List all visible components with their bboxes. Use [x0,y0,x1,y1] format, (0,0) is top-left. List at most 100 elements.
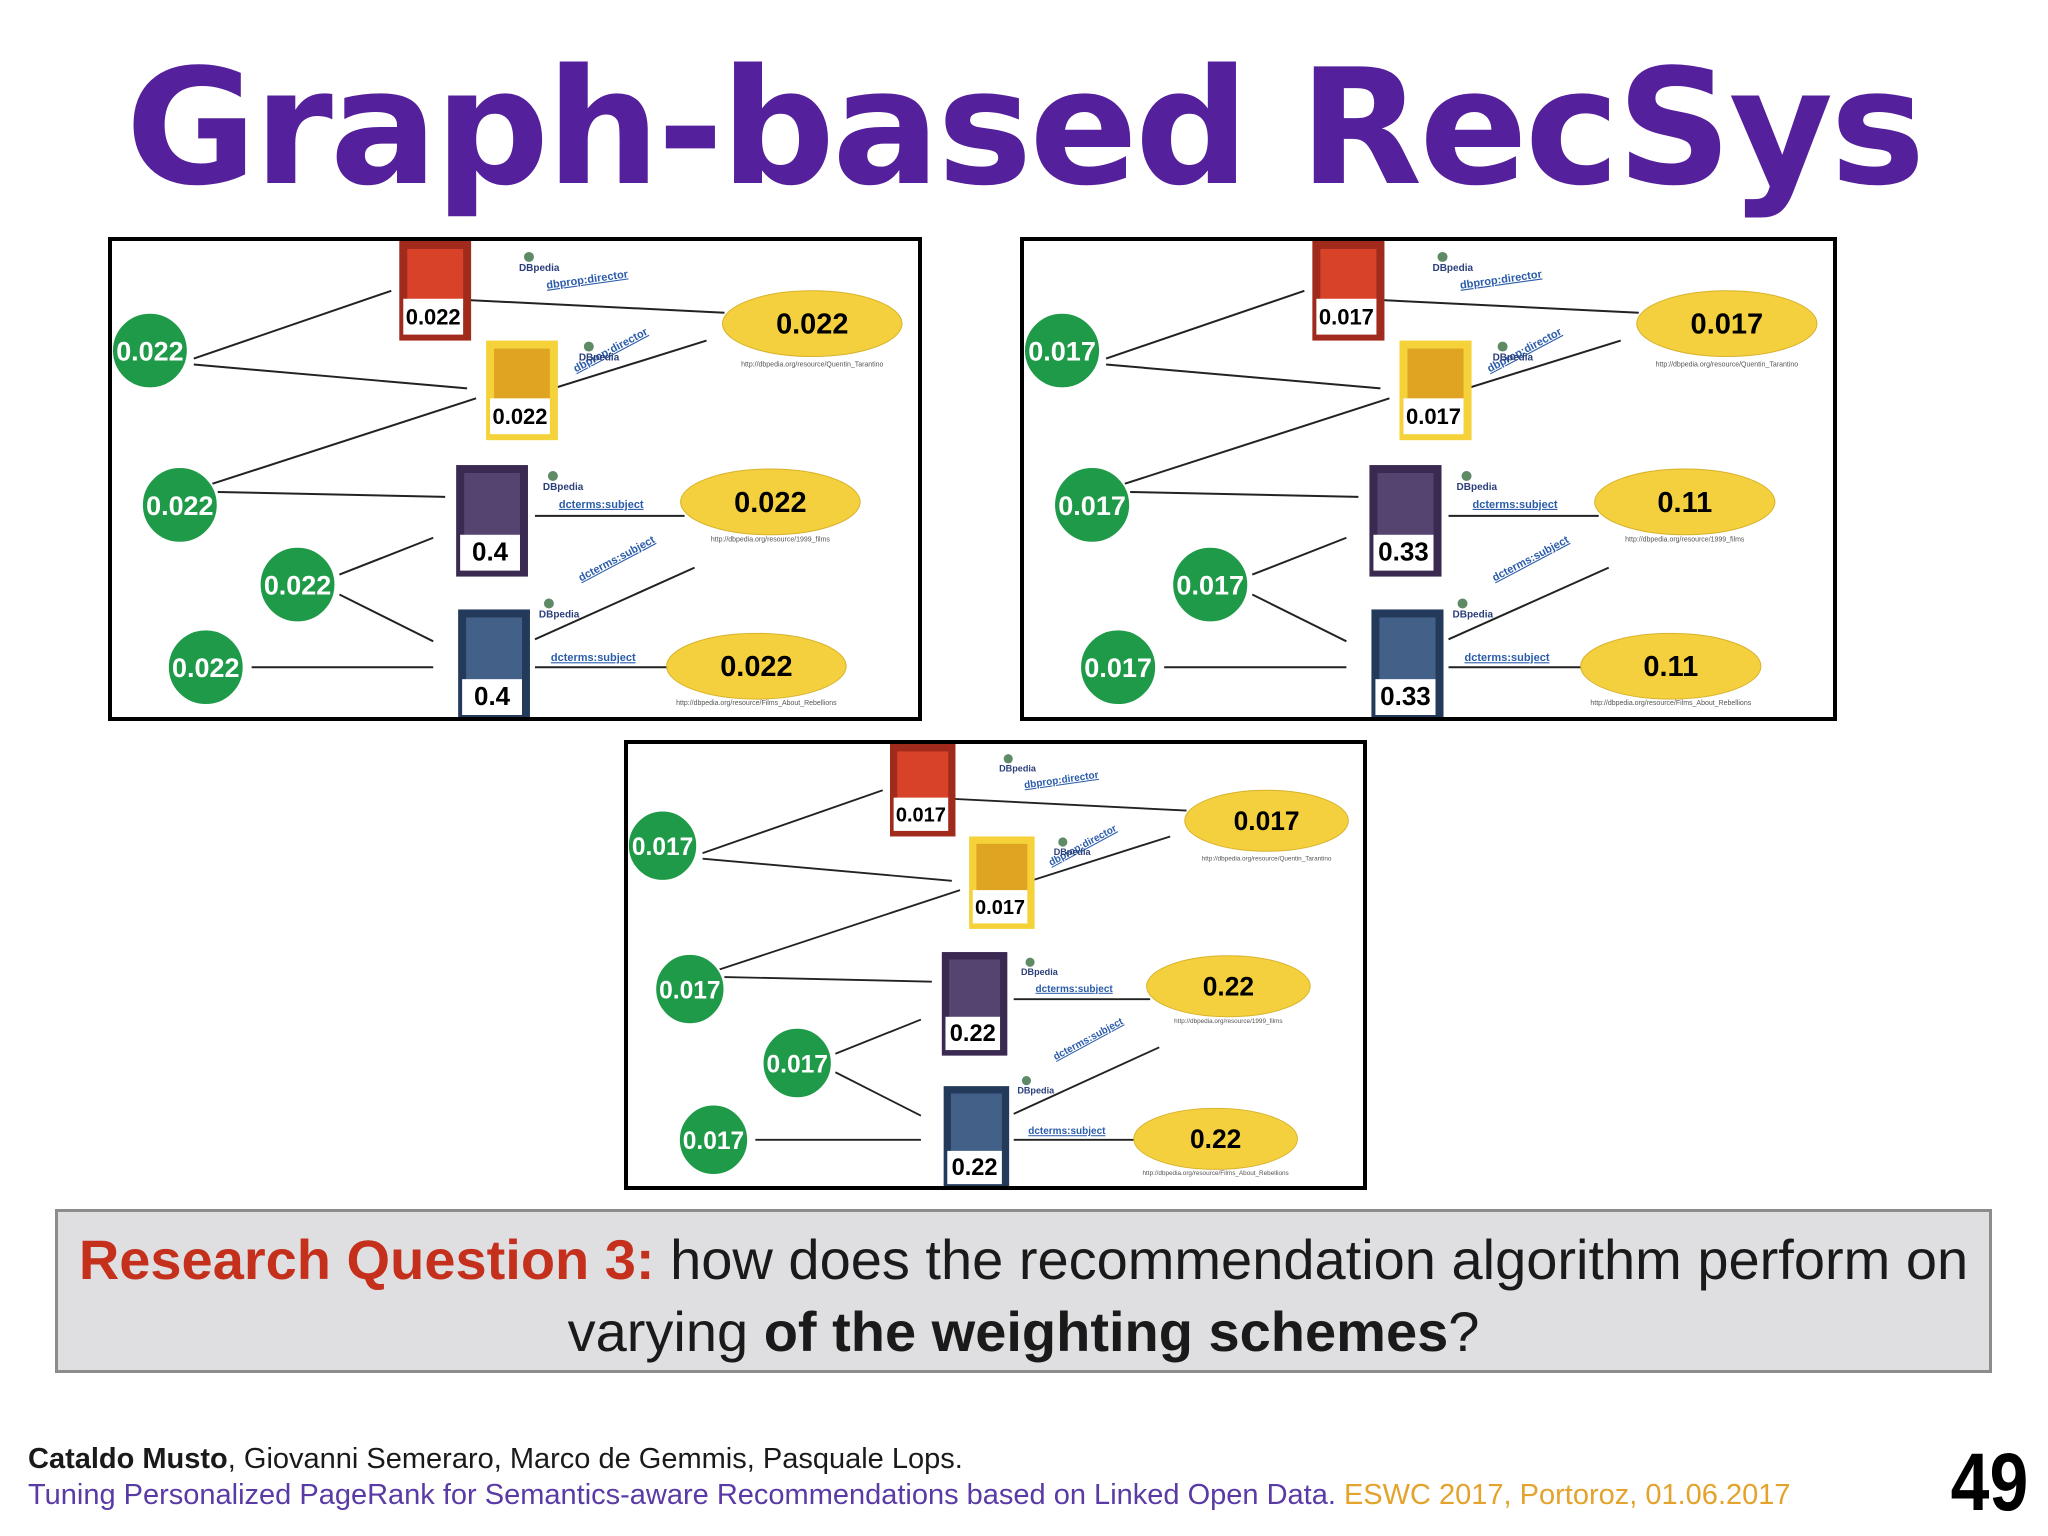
graph-edge [834,1071,922,1117]
property-node-score: 0.11 [1643,651,1698,683]
user-node-score: 0.017 [1058,491,1126,521]
graph-edge [1106,363,1381,390]
the-matrix-poster-2: 0.33 [1371,609,1444,717]
user-node-score: 0.017 [1176,571,1244,601]
user-node: 0.017 [628,809,699,882]
panel-weighted-1-svg: dbprop:directordbprop:directordcterms:su… [1024,241,1818,717]
django-unchained-poster: 0.017 [1312,241,1385,341]
graph-edge [1448,566,1610,641]
property-node-score: 0.22 [1203,971,1254,1001]
user-node: 0.022 [258,545,337,624]
user-node-score: 0.017 [1028,337,1096,367]
panel-uniform-svg: dbprop:directordbprop:directordcterms:su… [112,241,903,717]
the-matrix-poster: 0.22 [941,952,1008,1056]
edge-label-subject: dcterms:subject [551,652,636,664]
edge-label-subject: dcterms:subject [1490,534,1571,584]
resource-url: http://dbpedia.org/resource/Quentin_Tara… [741,361,883,368]
resource-url: http://dbpedia.org/resource/1999_films [711,537,831,544]
slide-title: Graph-based RecSys [125,34,1926,221]
django-unchained-poster: 0.022 [399,241,472,341]
footer-coauthors: , Giovanni Semeraro, Marco de Gemmis, Pa… [227,1443,963,1475]
graph-edge [1123,397,1390,485]
graph-edge [1130,490,1359,498]
edge-label-subject: dcterms:subject [1465,652,1550,664]
item-node-score: 0.017 [1406,404,1461,429]
django-unchained-poster: 0.017 [889,744,956,837]
graph-edge [211,397,477,485]
user-node: 0.022 [112,311,189,390]
research-question-box: Research Question 3: how does the recomm… [55,1209,1992,1373]
edge-label-subject: dcterms:subject [559,499,644,511]
graph-edge [339,536,434,576]
item-node-score: 0.4 [474,683,511,711]
edge-label-subject: dcterms:subject [1028,1126,1106,1137]
user-node-score: 0.017 [766,1051,827,1078]
svg-text:DBpedia: DBpedia [539,609,580,620]
user-node: 0.017 [1024,311,1102,390]
the-matrix-poster-2: 0.4 [458,609,530,717]
kill-bill-poster: 0.017 [1399,340,1472,441]
user-node: 0.017 [1171,545,1250,624]
footer-authors: Cataldo Musto, Giovanni Semeraro, Marco … [28,1443,963,1476]
edge-label-director: dbprop:director [1047,823,1118,869]
footer-paper-title: Tuning Personalized PageRank for Semanti… [28,1479,1328,1511]
svg-text:DBpedia: DBpedia [1021,967,1059,977]
graph-edge [928,796,1187,812]
dbpedia-logo-icon: DBpedia [579,341,620,363]
property-node-score: 0.022 [776,309,848,341]
user-node-score: 0.017 [659,977,720,1004]
graph-edge [1251,536,1347,576]
footer-paper: Tuning Personalized PageRank for Semanti… [28,1479,1791,1512]
dbpedia-logo-icon: DBpedia [543,471,584,493]
dbpedia-logo-icon: DBpedia [1493,341,1534,364]
graph-edge [702,857,952,882]
item-node-score: 0.017 [975,897,1025,919]
property-node-score: 0.022 [720,651,792,683]
footer-separator: . [1327,1479,1344,1511]
edge-label-subject: dcterms:subject [1036,984,1114,995]
graph-edge [193,289,392,360]
user-node-score: 0.017 [632,834,693,861]
svg-text:DBpedia: DBpedia [519,263,560,274]
graph-edge [217,490,446,498]
graph-edge [724,976,932,983]
dbpedia-logo-icon: DBpedia [1021,957,1059,977]
property-node: 0.022 [721,290,903,358]
property-node-score: 0.017 [1691,309,1764,341]
item-node-score: 0.017 [1319,305,1374,330]
edge-label-subject: dcterms:subject [1473,499,1558,511]
property-node: 0.017 [1184,789,1349,852]
svg-text:DBpedia: DBpedia [1054,847,1092,857]
graph-edge [534,566,695,641]
svg-text:DBpedia: DBpedia [1457,482,1498,493]
graph-edge [702,789,883,854]
research-question-emphasis: of the weighting schemes [763,1300,1449,1363]
edge-label-director: dbprop:director [572,326,651,375]
svg-text:DBpedia: DBpedia [543,482,584,493]
item-node-score: 0.022 [493,404,548,429]
user-node: 0.017 [1053,466,1132,544]
edge-label-subject: dcterms:subject [577,534,658,584]
property-node-score: 0.11 [1657,487,1712,519]
property-node: 0.017 [1636,290,1818,358]
user-node-score: 0.022 [116,337,183,367]
research-question-text: how does the recommendation algorithm pe… [567,1228,1969,1363]
svg-text:DBpedia: DBpedia [1493,353,1534,364]
property-node-score: 0.22 [1190,1124,1241,1154]
graph-edge [1024,835,1171,884]
research-question-end: ? [1448,1300,1480,1363]
item-node-score: 0.22 [950,1020,996,1047]
resource-url: http://dbpedia.org/resource/Films_About_… [1590,700,1751,707]
the-matrix-poster: 0.33 [1369,465,1442,577]
user-node: 0.017 [1079,628,1158,707]
footer-main-author: Cataldo Musto [28,1443,228,1475]
item-node-score: 0.33 [1378,537,1429,567]
user-node: 0.017 [678,1103,749,1176]
user-node-score: 0.022 [264,571,331,601]
the-matrix-poster-2: 0.22 [943,1086,1010,1186]
the-matrix-poster: 0.4 [456,465,528,577]
user-node-score: 0.022 [146,491,213,521]
property-node-score: 0.022 [734,487,806,519]
